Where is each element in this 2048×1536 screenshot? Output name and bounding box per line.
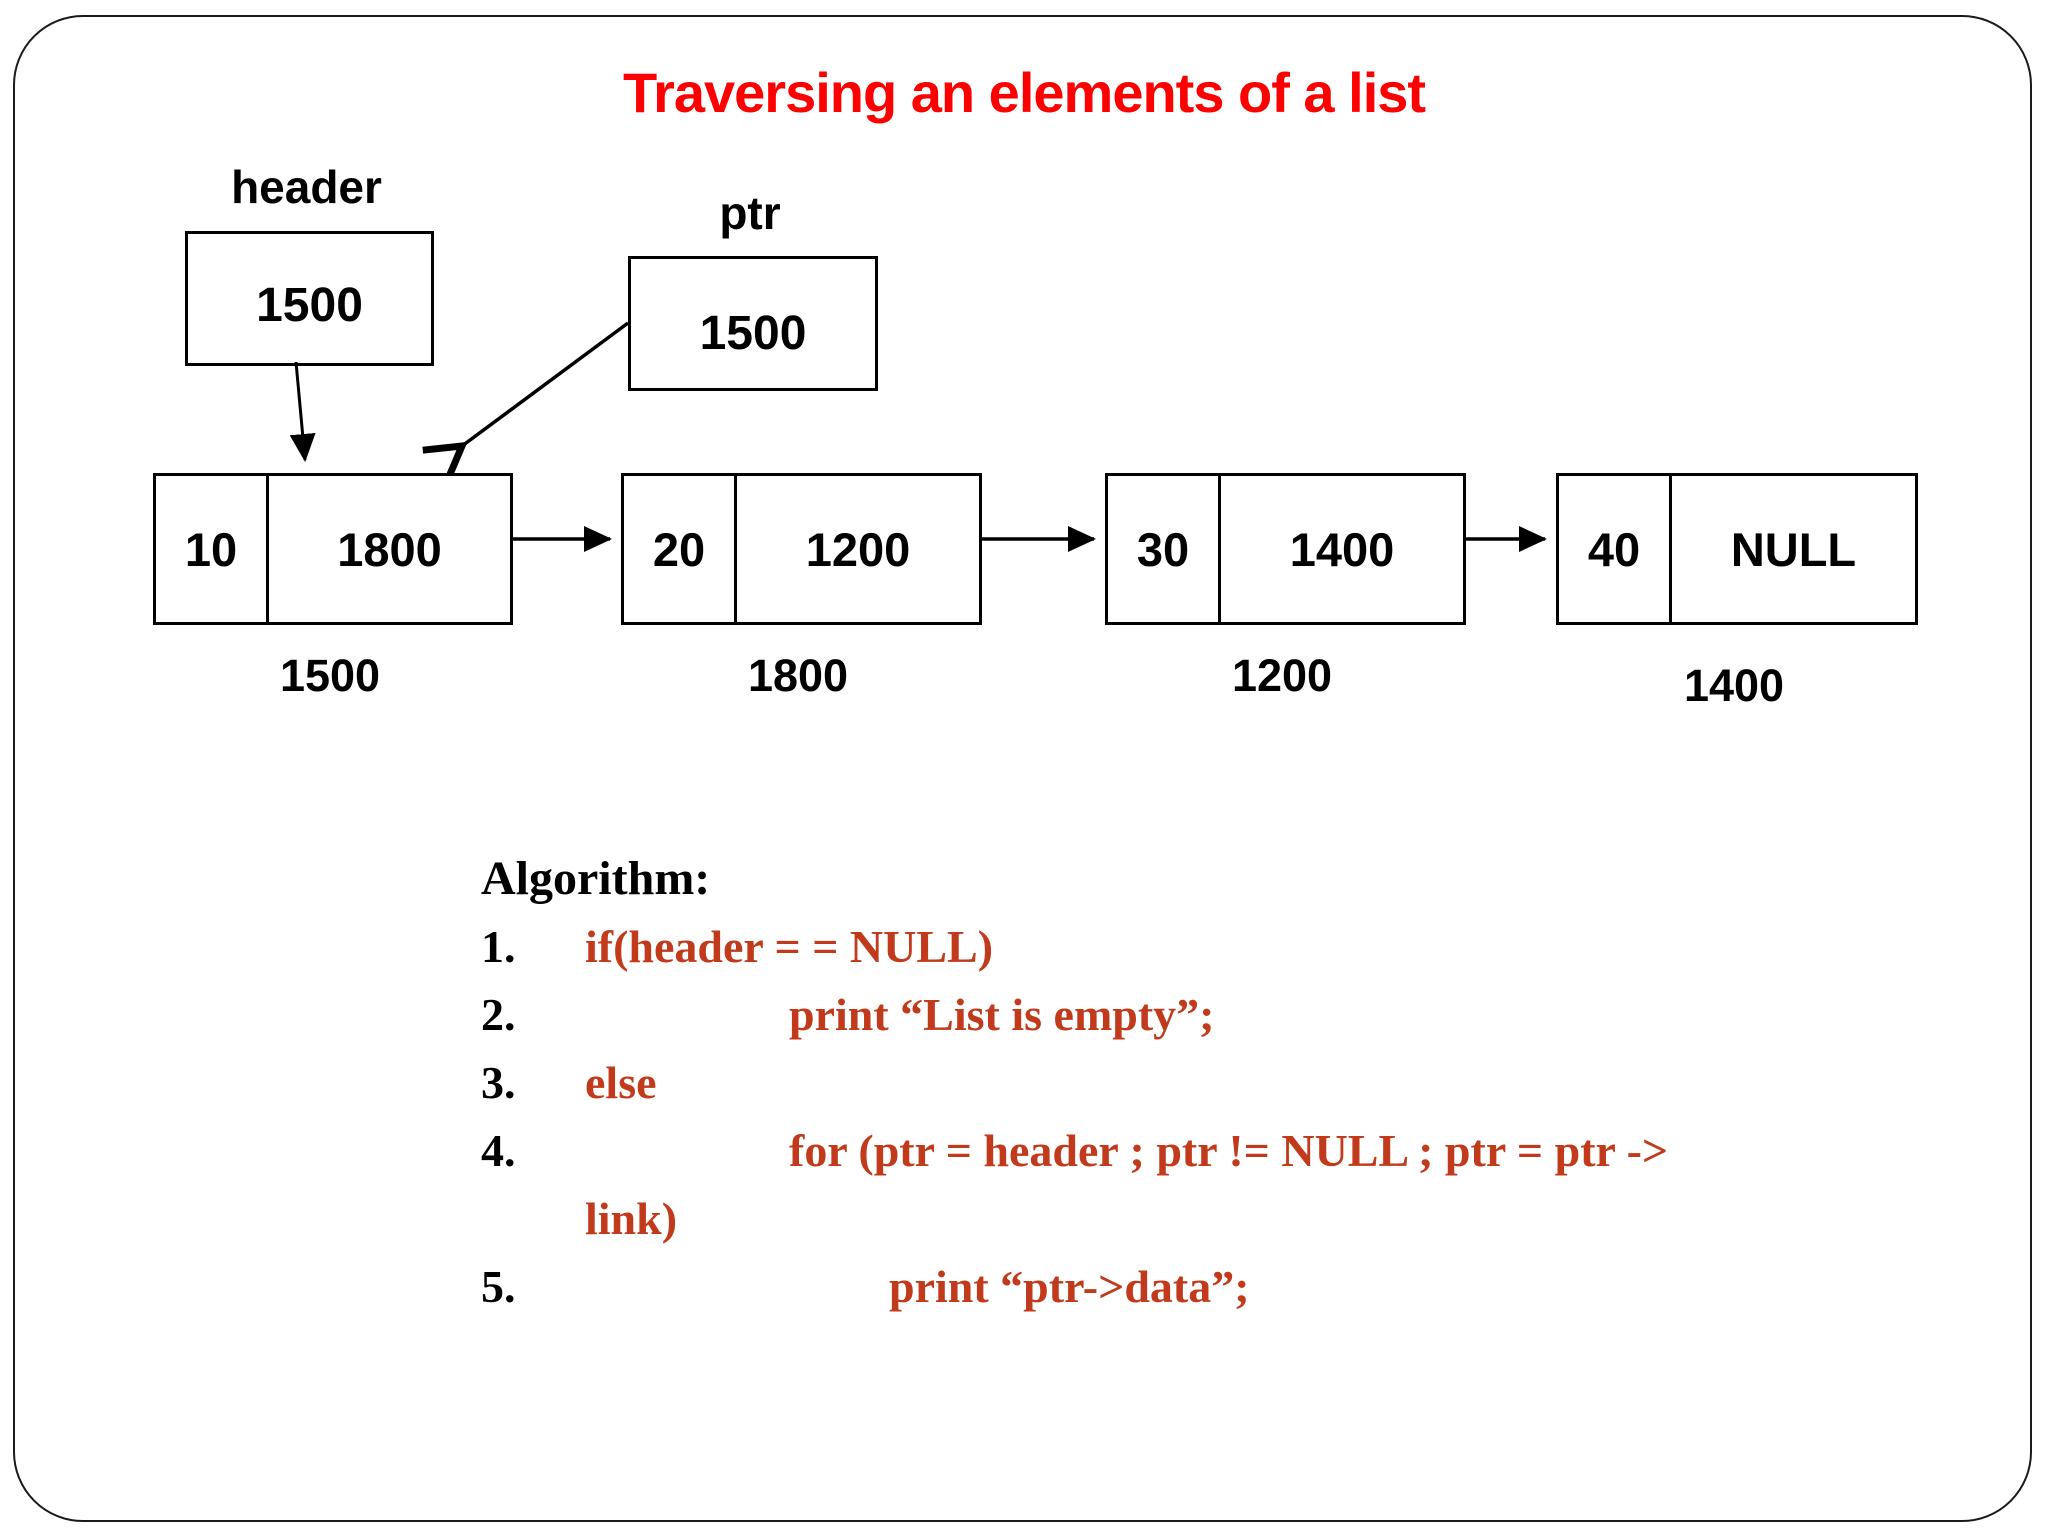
node4-address-label: 1400 [1683,660,1785,711]
node2-address-label: 1800 [747,650,849,701]
algorithm-line-1: 1. if(header = = NULL) [481,913,1901,981]
node2-link-cell: 1200 [734,476,979,622]
node4-link-cell: NULL [1669,476,1915,622]
ptr-pointer-value: 1500 [699,307,807,360]
algorithm-line-5: 5. print “ptr->data”; [481,1253,1901,1321]
list-node-3: 30 1400 [1105,473,1466,625]
algorithm-heading: Algorithm: [481,852,711,905]
algorithm-line-5-text: print “ptr->data”; [889,1261,1250,1312]
header-pointer-box: 1500 [185,231,434,366]
algorithm-line-4-continuation: link) [481,1185,1901,1253]
algorithm-line-1-number: 1. [481,921,516,972]
node2-data-cell: 20 [652,522,706,576]
algorithm-line-4-number: 4. [481,1125,516,1176]
algorithm-line-2: 2. print “List is empty”; [481,981,1901,1049]
algorithm-line-2-number: 2. [481,989,516,1040]
ptr-pointer-box: 1500 [628,256,878,391]
ptr-pointer-label: ptr [719,187,781,239]
algorithm-block: Algorithm: 1. if(header = = NULL) 2. pri… [481,845,1901,1321]
algorithm-line-4c-text: link) [585,1193,678,1244]
node3-link-cell: 1400 [1218,476,1463,622]
node4-data-cell: 40 [1587,522,1641,576]
list-node-1: 10 1800 [153,473,513,625]
algorithm-line-1-text: if(header = = NULL) [585,921,994,972]
algorithm-line-5-number: 5. [481,1261,516,1312]
node1-address-label: 1500 [279,650,381,701]
algorithm-line-3-number: 3. [481,1057,516,1108]
algorithm-line-2-text: print “List is empty”; [789,989,1215,1040]
node3-address-label: 1200 [1231,650,1333,701]
list-node-2: 20 1200 [621,473,982,625]
algorithm-line-4-text: for (ptr = header ; ptr != NULL ; ptr = … [789,1125,1669,1176]
header-pointer-label: header [231,161,382,213]
header-pointer-value: 1500 [256,279,363,332]
node1-link-cell: 1800 [266,476,510,622]
algorithm-line-4: 4. for (ptr = header ; ptr != NULL ; ptr… [481,1117,1901,1185]
node3-data-cell: 30 [1136,522,1190,576]
algorithm-line-3-text: else [585,1057,657,1108]
node1-data-cell: 10 [184,522,238,576]
page-title: Traversing an elements of a list [622,61,1426,124]
algorithm-line-3: 3. else [481,1049,1901,1117]
list-node-4: 40 NULL [1556,473,1918,625]
